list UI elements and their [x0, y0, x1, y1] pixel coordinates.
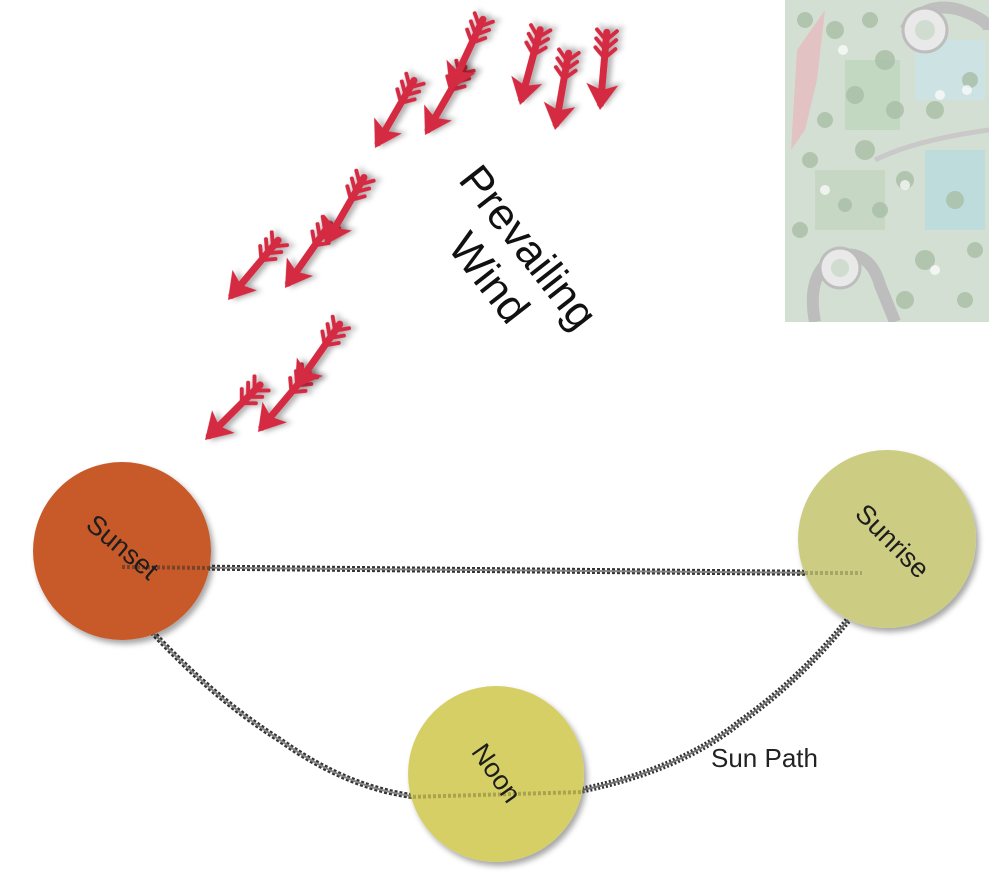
site-plan-inset — [785, 0, 989, 322]
wind-arrow-icon — [205, 374, 271, 440]
wind-arrow-icon — [543, 47, 581, 130]
wind-arrow-icon — [228, 230, 290, 300]
site-plan-map-icon — [785, 0, 989, 322]
wind-arrow-icon — [294, 314, 352, 388]
wind-arrow-icon — [424, 58, 476, 135]
wind-arrows — [205, 11, 619, 440]
sunrise-circle — [798, 450, 976, 628]
wind-arrow-icon — [324, 168, 376, 245]
sun-path — [119, 564, 851, 800]
wind-arrow-icon — [511, 23, 553, 105]
wind-arrow-icon — [446, 11, 495, 90]
noon-circle — [408, 686, 584, 862]
sunset-circle — [33, 462, 211, 640]
wind-arrow-icon — [374, 71, 426, 148]
sun-path-label: Sun Path — [711, 743, 818, 773]
wind-arrow-icon — [586, 27, 619, 110]
